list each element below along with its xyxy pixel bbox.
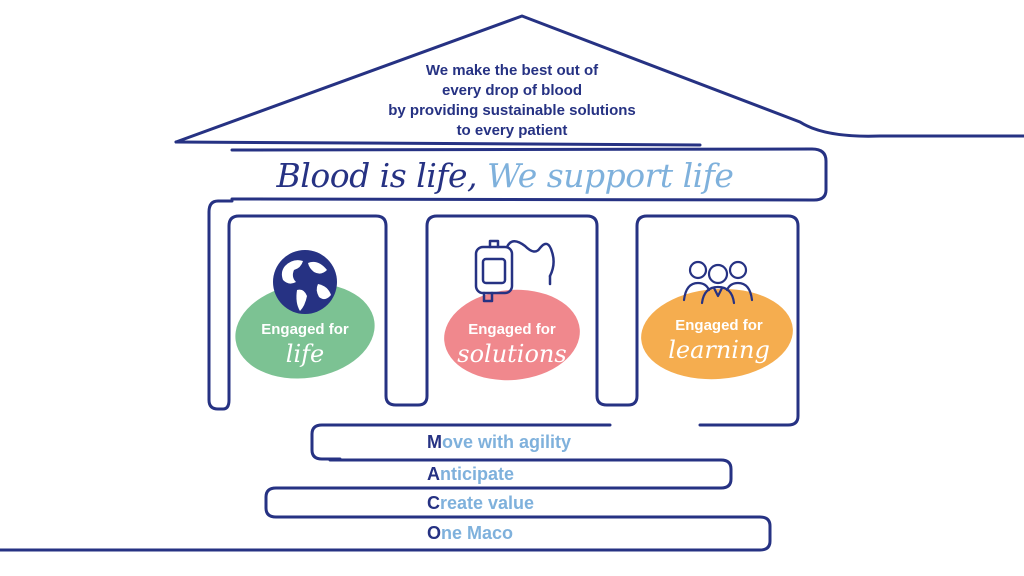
pillar-life-blob	[235, 283, 375, 379]
step-4-outline	[0, 515, 772, 552]
pillar-solutions-blob	[444, 289, 580, 381]
value-initial: M	[427, 432, 442, 452]
value-rest: reate value	[440, 493, 535, 513]
value-rest: nticipate	[440, 464, 515, 484]
roof-base	[174, 140, 702, 147]
step-1-outline	[310, 423, 612, 461]
value-move-with-agility: Move with agility	[427, 431, 571, 453]
value-rest: ove with agility	[442, 432, 572, 452]
pillar-learning-blob	[641, 288, 793, 380]
value-initial: C	[427, 493, 440, 513]
globe-icon	[273, 250, 337, 314]
value-one-maco: One Maco	[427, 522, 513, 544]
pillar-label-line1: Engaged for	[261, 321, 349, 338]
mission-statement: We make the best out of every drop of bl…	[330, 61, 694, 141]
value-initial: O	[427, 523, 442, 543]
pillar-label-line2: life	[285, 340, 325, 368]
pillar-solutions-label: Engaged for solutions	[437, 320, 587, 368]
mission-line: to every patient	[456, 122, 568, 139]
value-create-value: Create value	[427, 492, 534, 514]
pillar-label-line2: solutions	[457, 340, 567, 368]
pillar-learning-label: Engaged for learning	[644, 316, 794, 364]
mission-line: We make the best out of	[425, 62, 599, 79]
value-rest: ne Maco	[441, 523, 514, 543]
roof-outline	[174, 14, 1024, 144]
motto-part-1: Blood is life,	[276, 156, 478, 195]
pillar-life-label: Engaged for life	[230, 320, 380, 368]
motto: Blood is life, We support life	[225, 152, 785, 200]
motto-banner	[230, 147, 828, 202]
value-anticipate: Anticipate	[427, 463, 514, 485]
value-initial: A	[427, 464, 440, 484]
mission-line: every drop of blood	[441, 82, 582, 99]
pillar-label-line2: learning	[668, 336, 770, 364]
pillar-label-line1: Engaged for	[675, 317, 763, 334]
mission-line: by providing sustainable solutions	[388, 102, 636, 119]
motto-part-2: We support life	[487, 156, 734, 195]
pillar-label-line1: Engaged for	[468, 321, 556, 338]
step-3-outline	[264, 486, 692, 519]
step-2-outline	[328, 458, 733, 490]
columns-outline	[207, 199, 800, 427]
blood-bag-icon	[474, 239, 555, 303]
team-icon	[682, 260, 754, 305]
